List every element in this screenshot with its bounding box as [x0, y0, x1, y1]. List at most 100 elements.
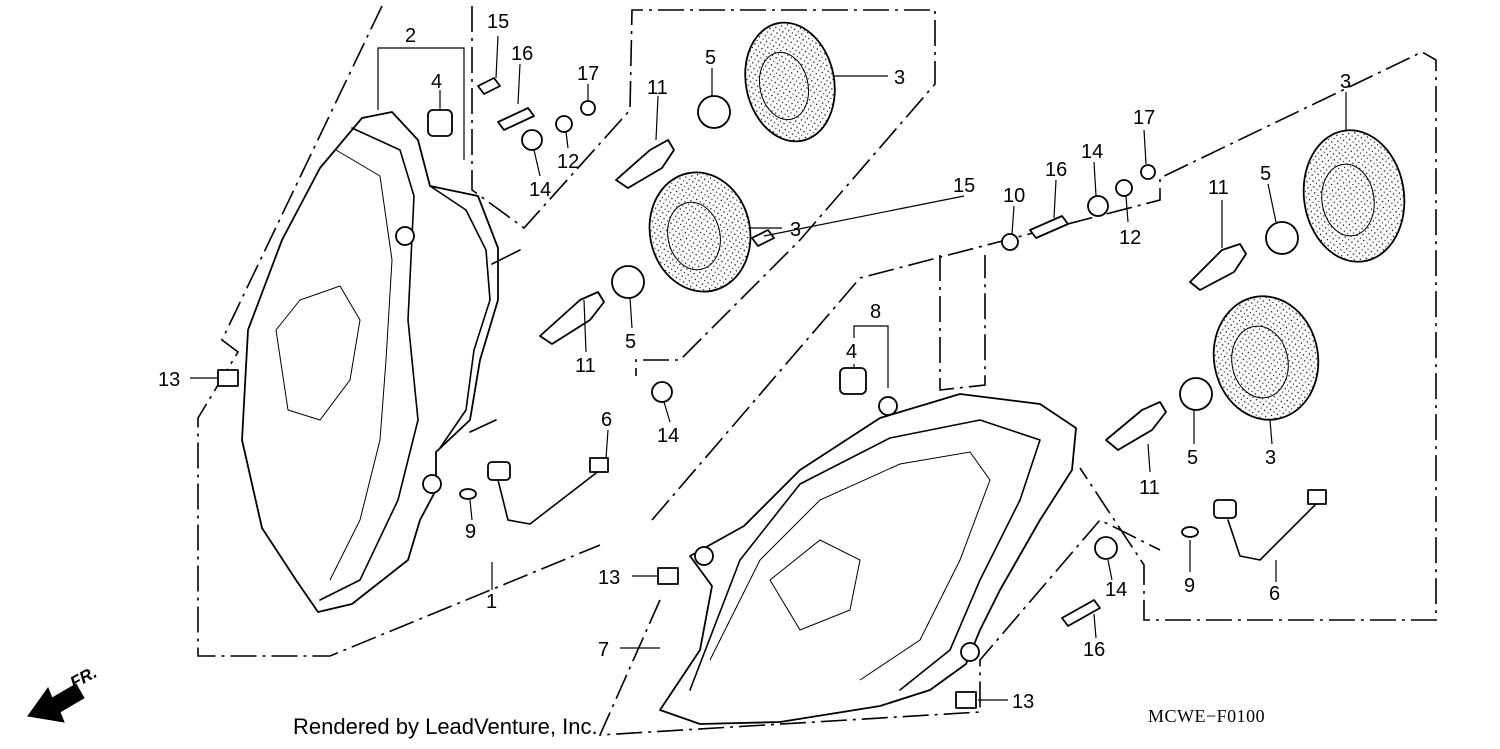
small-bulb-left: [459, 488, 477, 500]
label-15: 15: [953, 175, 975, 197]
leader-16-right-bottom: [1093, 613, 1097, 639]
label-12: 12: [557, 151, 579, 173]
small-bulb-right: [1181, 526, 1199, 538]
bulb-shield-top-right: [1302, 129, 1406, 263]
left-housing-adjuster-upper: [491, 249, 521, 265]
right-housing-lens-edge: [689, 419, 1041, 691]
leader-2-bracket: [377, 47, 465, 58]
clip-13-right-left: [657, 567, 679, 585]
leader-11-right-bottom: [1147, 443, 1151, 473]
label-10: 10: [1003, 185, 1025, 207]
credit-text: Rendered by LeadVenture, Inc.: [293, 714, 598, 739]
left-housing-rear: [429, 185, 491, 449]
label-11: 11: [575, 355, 596, 377]
bulb-upper-right: [1189, 243, 1247, 291]
label-2: 2: [405, 25, 416, 47]
label-17: 17: [1133, 107, 1155, 129]
label-16: 16: [1045, 159, 1067, 181]
harness-left-connector: [589, 457, 609, 473]
collar-10-right: [1001, 233, 1019, 251]
front-direction-arrow: [27, 683, 85, 723]
arrow-left-icon: [27, 683, 85, 723]
leader-11-left-top: [655, 95, 659, 141]
right-housing-mount-lower: [960, 642, 980, 662]
label-9: 9: [1184, 575, 1195, 597]
left-housing-lens-edge: [319, 127, 419, 601]
label-4: 4: [431, 71, 442, 93]
label-7: 7: [598, 639, 609, 661]
label-14: 14: [657, 425, 679, 447]
label-11: 11: [1139, 477, 1160, 499]
collar-12-left: [555, 115, 573, 133]
label-5: 5: [705, 47, 716, 69]
left-headlight-housing: [241, 111, 521, 613]
leader-15-left: [495, 35, 499, 79]
leader-9-left: [469, 499, 473, 521]
label-5: 5: [1260, 163, 1271, 185]
grommet-14-right-bottom: [1094, 536, 1118, 560]
leader-12-left: [565, 131, 569, 149]
small-hardware: [217, 77, 1156, 709]
grommet-4-right: [839, 367, 867, 395]
leader-6-left: [605, 429, 609, 459]
harness-left-wire: [497, 469, 601, 525]
bulb-shield-top-right-inner: [1321, 163, 1375, 237]
right-headlight-housing: [659, 393, 1077, 725]
harness-right-socket: [1213, 499, 1237, 519]
label-5: 5: [1187, 447, 1198, 469]
nut-17-left: [580, 100, 596, 116]
drawing-code: MCWE−F0100: [1148, 706, 1266, 726]
left-housing-mount-upper: [395, 226, 415, 246]
leader-15-right: [763, 195, 965, 237]
bulb-lower-right: [1105, 401, 1167, 451]
label-12: 12: [1119, 227, 1141, 249]
nut-17-right: [1140, 164, 1156, 180]
leader-5-left-bottom: [629, 297, 633, 329]
label-3: 3: [790, 219, 801, 241]
leader-16-right-top: [1053, 179, 1057, 219]
leader-14-right-top: [1093, 161, 1097, 197]
collar-12-right: [1115, 179, 1133, 197]
label-1: 1: [486, 591, 497, 613]
label-3: 3: [1265, 447, 1276, 469]
leader-16-left: [517, 63, 521, 105]
leader-lines: [190, 35, 1347, 701]
leader-14-left-bottom: [663, 401, 671, 423]
label-13: 13: [1012, 691, 1034, 713]
socket-lower-left: [611, 265, 645, 299]
label-8: 8: [870, 301, 881, 323]
leader-17-right: [1143, 129, 1147, 165]
label-5: 5: [625, 331, 636, 353]
bulb-shield-mid-left: [648, 171, 752, 293]
bolt-16-left: [497, 107, 535, 131]
frame-left-housing: [197, 5, 601, 657]
label-14: 14: [1081, 141, 1103, 163]
bulb-shield-mid-right: [1212, 295, 1320, 421]
bulb-shields: [648, 21, 1406, 421]
label-3: 3: [1340, 71, 1351, 93]
left-housing-lens-inner: [329, 149, 393, 581]
socket-lower-right: [1179, 377, 1213, 411]
frame-left-bulbs: [471, 6, 936, 376]
leader-5-right-top: [1267, 183, 1277, 223]
frame-right-top: [939, 255, 986, 391]
leader-14-right-bottom: [1107, 559, 1113, 581]
bulb-shield-top-left-inner: [758, 51, 810, 121]
grommet-14-right-top: [1087, 195, 1109, 217]
grommet-14-left-top: [521, 129, 543, 151]
harness-right-connector: [1307, 489, 1327, 505]
socket-upper-left: [697, 95, 731, 129]
label-11: 11: [647, 77, 668, 99]
label-17: 17: [577, 63, 599, 85]
label-15: 15: [487, 11, 509, 33]
grommet-4-left: [427, 109, 453, 137]
harness-right-wire: [1227, 499, 1321, 561]
bolt-16-right-top: [1029, 215, 1069, 239]
grommet-14-left-bottom: [651, 381, 673, 403]
socket-upper-right: [1265, 221, 1299, 255]
frame-right-lower: [598, 519, 1161, 736]
bolt-15-left: [477, 77, 501, 95]
bulb-shield-mid-right-inner: [1231, 325, 1289, 399]
